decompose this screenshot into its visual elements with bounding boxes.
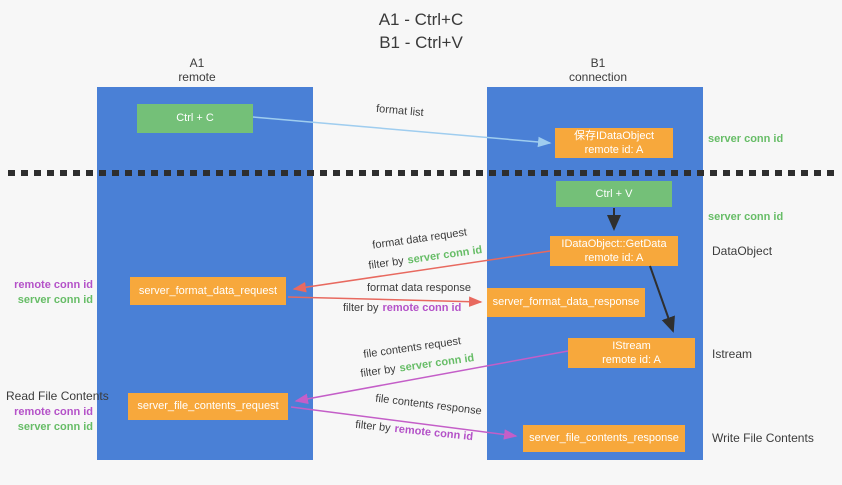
format-data-response-label: format data response	[367, 282, 471, 294]
diagram-title: A1 - Ctrl+C B1 - Ctrl+V	[0, 9, 842, 55]
save-idataobject-line2: remote id: A	[584, 144, 644, 156]
remote-conn-id-annotation-1: remote conn id	[14, 279, 93, 291]
file-request-conn-ids: remote conn id server conn id	[9, 405, 93, 435]
server-format-data-request-node: server_format_data_request	[130, 277, 286, 305]
istream-line2: remote id: A	[602, 354, 661, 366]
server-format-data-response-node: server_format_data_response	[487, 288, 645, 317]
lane-header-a1: A1 remote	[137, 56, 257, 85]
getdata-line2: remote id: A	[584, 252, 644, 264]
lane-a1-name: A1	[189, 56, 205, 70]
read-file-contents-annotation: Read File Contents	[6, 389, 109, 403]
save-idataobject-node: 保存IDataObject remote id: A	[555, 128, 673, 158]
remote-conn-id-text: remote conn id	[393, 422, 474, 444]
server-conn-id-annotation-ctrlv: server conn id	[708, 211, 784, 223]
lane-b1-role: connection	[568, 70, 628, 85]
title-line-2: B1 - Ctrl+V	[379, 32, 463, 52]
server-file-contents-request-node: server_file_contents_request	[128, 393, 288, 420]
file-contents-response-label: file contents response	[374, 392, 483, 418]
getdata-node: IDataObject::GetData remote id: A	[550, 236, 678, 266]
title-line-1: A1 - Ctrl+C	[378, 10, 464, 29]
session-divider-dotted-line	[8, 170, 836, 176]
format-list-label: format list	[375, 102, 425, 120]
istream-node: IStream remote id: A	[568, 338, 695, 368]
lane-b1-name: B1	[590, 56, 606, 70]
server-format-data-request-label: server_format_data_request	[138, 284, 278, 297]
server-file-contents-response-label: server_file_contents_response	[529, 432, 679, 445]
write-file-contents-annotation: Write File Contents	[712, 431, 814, 445]
save-idataobject-line1: 保存IDataObject	[573, 129, 655, 142]
server-conn-id-annotation-top: server conn id	[708, 133, 784, 145]
remote-conn-id-text: remote conn id	[382, 302, 462, 314]
ctrl-v-label: Ctrl + V	[595, 187, 633, 200]
lane-a1-role: remote	[178, 70, 216, 85]
filter-by-text: filter by	[343, 302, 379, 314]
server-conn-id-text: server conn id	[398, 352, 475, 375]
dataobject-annotation: DataObject	[712, 244, 773, 258]
server-file-contents-request-label: server_file_contents_request	[137, 400, 279, 413]
server-conn-id-annotation-1: server conn id	[17, 293, 93, 306]
remote-conn-id-annotation-2: remote conn id	[14, 406, 93, 418]
filter-by-text: filter by	[359, 363, 397, 380]
istream-annotation: Istream	[712, 347, 753, 361]
server-format-data-response-label: server_format_data_response	[492, 296, 640, 309]
filter-by-text: filter by	[367, 255, 405, 272]
filter-by-text: filter by	[354, 418, 392, 435]
server-conn-id-text: server conn id	[406, 244, 483, 267]
ctrl-c-label: Ctrl + C	[176, 112, 214, 125]
lane-header-b1: B1 connection	[538, 56, 658, 85]
server-conn-id-annotation-2: server conn id	[17, 420, 93, 433]
ctrl-c-node: Ctrl + C	[137, 104, 253, 133]
ctrl-v-node: Ctrl + V	[556, 181, 672, 207]
getdata-line1: IDataObject::GetData	[561, 237, 667, 250]
format-request-conn-ids: remote conn id server conn id	[9, 278, 93, 308]
server-file-contents-response-node: server_file_contents_response	[523, 425, 685, 452]
istream-line1: IStream	[612, 339, 651, 352]
